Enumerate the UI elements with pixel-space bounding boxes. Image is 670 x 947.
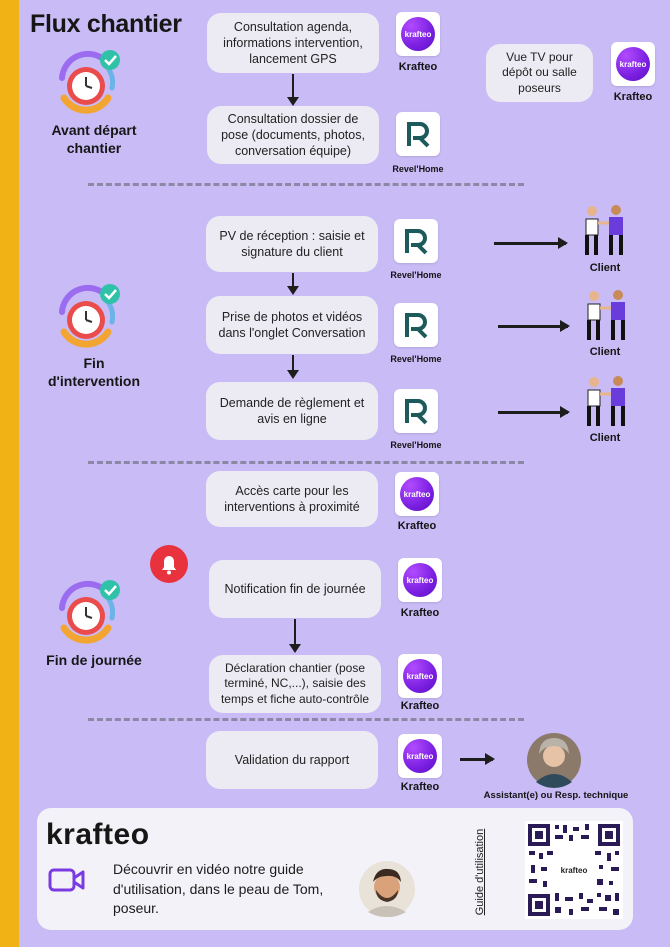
clock-cycle-icon: [59, 50, 120, 114]
app-caption: Revel'Home: [390, 270, 442, 280]
app-caption: Krafteo: [400, 781, 440, 793]
check-icon: [100, 284, 120, 304]
krafteo-logo: krafteo: [611, 42, 655, 86]
down-arrow: [287, 273, 299, 295]
revelhome-r-icon: [407, 122, 430, 148]
revelhome-logo: [396, 112, 440, 156]
app-caption: Krafteo: [397, 520, 437, 532]
right-arrow: [498, 320, 570, 332]
krafteo-logo: krafteo: [398, 734, 442, 778]
app-caption: Krafteo: [398, 61, 438, 73]
krafteo-logo: krafteo: [398, 558, 442, 602]
step-box-declaration: Déclaration chantier (pose terminé, NC,.…: [209, 655, 381, 713]
guide-description: Découvrir en vidéo notre guide d'utilisa…: [113, 861, 324, 917]
avatar-tom: [359, 861, 415, 917]
revelhome-r-icon: [405, 313, 428, 339]
stage-label-fin-journee: Fin de journée: [46, 652, 142, 668]
check-icon: [100, 50, 120, 70]
section-divider: [88, 183, 524, 186]
app-caption: Krafteo: [400, 607, 440, 619]
avatar-assistant: [527, 733, 581, 788]
step-box-notification: Notification fin de journée: [209, 560, 381, 618]
assistant-caption: Assistant(e) ou Resp. technique: [483, 790, 629, 801]
people-handshake-icon: [587, 376, 625, 426]
krafteo-logo: krafteo: [396, 12, 440, 56]
app-caption: Revel'Home: [390, 440, 442, 450]
down-arrow: [289, 619, 301, 653]
step-box-validation: Validation du rapport: [206, 731, 378, 789]
step-box-agenda: Consultation agenda, informations interv…: [207, 13, 379, 73]
people-handshake-icon: [585, 205, 623, 255]
people-handshake-icon: [587, 290, 625, 340]
krafteo-logo: krafteo: [398, 654, 442, 698]
step-box-reglement: Demande de règlement et avis en ligne: [206, 382, 378, 440]
step-box-tv: Vue TV pour dépôt ou salle poseurs: [486, 44, 593, 102]
step-box-dossier: Consultation dossier de pose (documents,…: [207, 106, 379, 164]
qr-code[interactable]: krafteo: [525, 821, 623, 919]
krafteo-logo: krafteo: [395, 472, 439, 516]
guide-vertical-link[interactable]: Guide d'utilisation: [474, 828, 486, 916]
app-caption: Krafteo: [400, 700, 440, 712]
revelhome-r-icon: [405, 229, 428, 255]
revelhome-logo: [394, 219, 438, 263]
page-title: Flux chantier: [30, 10, 182, 38]
client-caption: Client: [589, 346, 621, 358]
down-arrow: [287, 74, 299, 106]
section-divider: [88, 461, 524, 464]
revelhome-r-icon: [405, 399, 428, 425]
qr-logo: krafteo: [561, 866, 588, 875]
client-caption: Client: [589, 262, 621, 274]
krafteo-wordmark: krafteo: [46, 818, 150, 851]
app-caption: Krafteo: [613, 91, 653, 103]
step-box-carte: Accès carte pour les interventions à pro…: [206, 471, 378, 527]
right-arrow: [494, 237, 568, 249]
revelhome-logo: [394, 303, 438, 347]
client-caption: Client: [589, 432, 621, 444]
right-arrow: [460, 753, 495, 765]
side-accent-bar: [0, 0, 19, 947]
app-caption: Revel'Home: [392, 164, 444, 174]
step-box-photos: Prise de photos et vidéos dans l'onglet …: [206, 296, 378, 354]
clock-cycle-icon: [59, 284, 120, 348]
app-caption: Revel'Home: [390, 354, 442, 364]
revelhome-logo: [394, 389, 438, 433]
down-arrow: [287, 355, 299, 379]
clock-cycle-icon: [59, 580, 120, 644]
stage-label-avant: Avant départ chantier: [51, 122, 137, 156]
step-box-pv: PV de réception : saisie et signature du…: [206, 216, 378, 272]
stage-label-fin-intervention: Fin d'intervention: [48, 355, 140, 389]
right-arrow: [498, 406, 570, 418]
check-icon: [100, 580, 120, 600]
section-divider: [88, 718, 524, 721]
bell-icon: [150, 545, 188, 583]
video-camera-icon: [48, 868, 85, 892]
